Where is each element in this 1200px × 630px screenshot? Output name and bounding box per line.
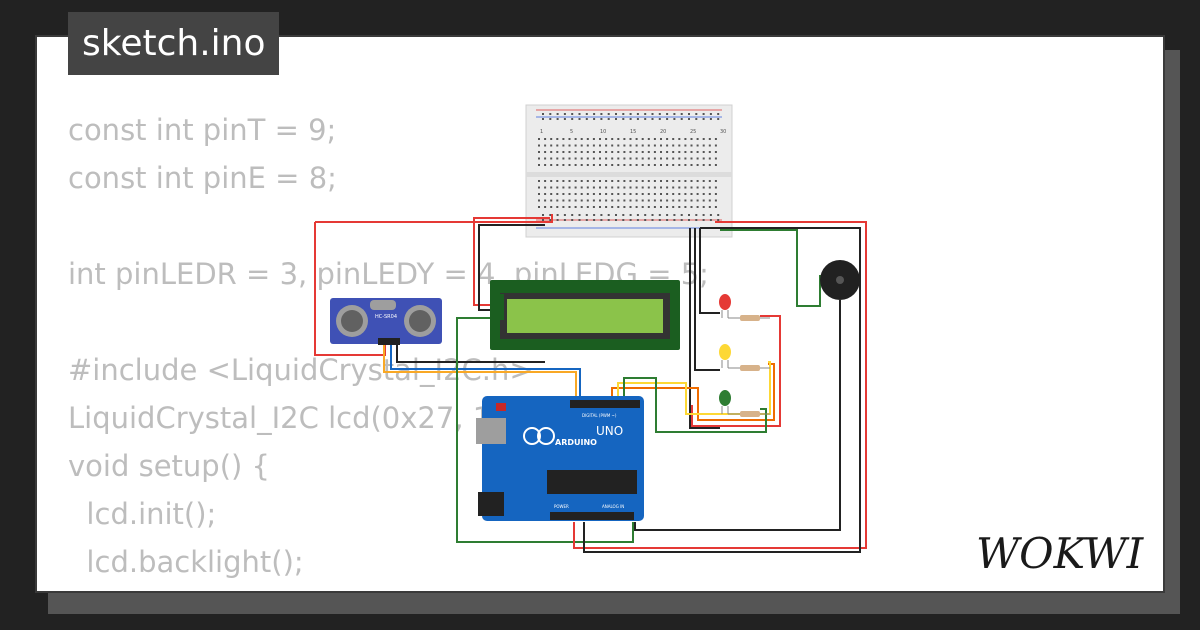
digital-label: DIGITAL (PWM ~): [582, 413, 617, 418]
wire-red: [573, 221, 867, 549]
led: [719, 390, 731, 406]
sensor-label: HC-SR04: [375, 314, 397, 320]
arduino-model: UNO: [596, 424, 623, 438]
wire-orange: [611, 363, 775, 421]
power-label: POWER: [554, 504, 569, 509]
arduino-brand: ARDUINO: [555, 438, 597, 447]
resistor: [740, 315, 760, 321]
code-line: const int pinT = 9;: [68, 113, 337, 147]
wokwi-logo-text: WOKWI: [976, 529, 1145, 578]
lcd-display: [490, 280, 680, 350]
led-group: [719, 294, 770, 417]
wire-black: [634, 300, 841, 531]
file-title: sketch.ino: [68, 12, 280, 75]
resistor: [740, 365, 760, 371]
buzzer: [820, 260, 860, 300]
analog-label: ANALOG IN: [602, 504, 624, 509]
ultrasonic-sensor: HC-SR04: [330, 298, 442, 345]
wokwi-logo: WOKWI: [976, 529, 1145, 578]
wire-green: [456, 317, 634, 543]
wire-black: [583, 227, 861, 553]
code-line: const int pinE = 8;: [68, 161, 337, 195]
led: [719, 344, 731, 360]
wire-green: [720, 229, 821, 307]
wires: [314, 214, 867, 553]
breadboard-number: 30: [720, 129, 726, 135]
wire-yellow: [383, 345, 577, 405]
breadboard-number: 10: [600, 129, 606, 135]
wire-red: [473, 217, 550, 306]
wire-green: [623, 377, 767, 433]
breadboard-number: 1: [540, 129, 543, 135]
resistor: [740, 411, 760, 417]
wire-black: [694, 228, 720, 371]
breadboard-number: 15: [630, 129, 636, 135]
wire-black: [478, 224, 545, 311]
breadboard-number: 20: [660, 129, 666, 135]
wire-black: [689, 228, 720, 429]
breadboard-number: 5: [570, 129, 573, 135]
code-line: lcd.init();: [68, 497, 217, 531]
breadboard-number: 25: [690, 129, 696, 135]
wire-blue: [390, 345, 581, 405]
arduino-board: ARDUINO UNO DIGITAL (PWM ~) POWER ANALOG…: [476, 396, 644, 521]
code-line: lcd.backlight();: [68, 545, 304, 579]
wire-black: [699, 228, 720, 314]
wire-red: [315, 214, 553, 223]
code-line: void setup() {: [68, 449, 270, 483]
wire-black: [396, 345, 545, 363]
wire-yellow: [617, 361, 771, 415]
led: [719, 294, 731, 310]
wire-red: [691, 315, 781, 427]
